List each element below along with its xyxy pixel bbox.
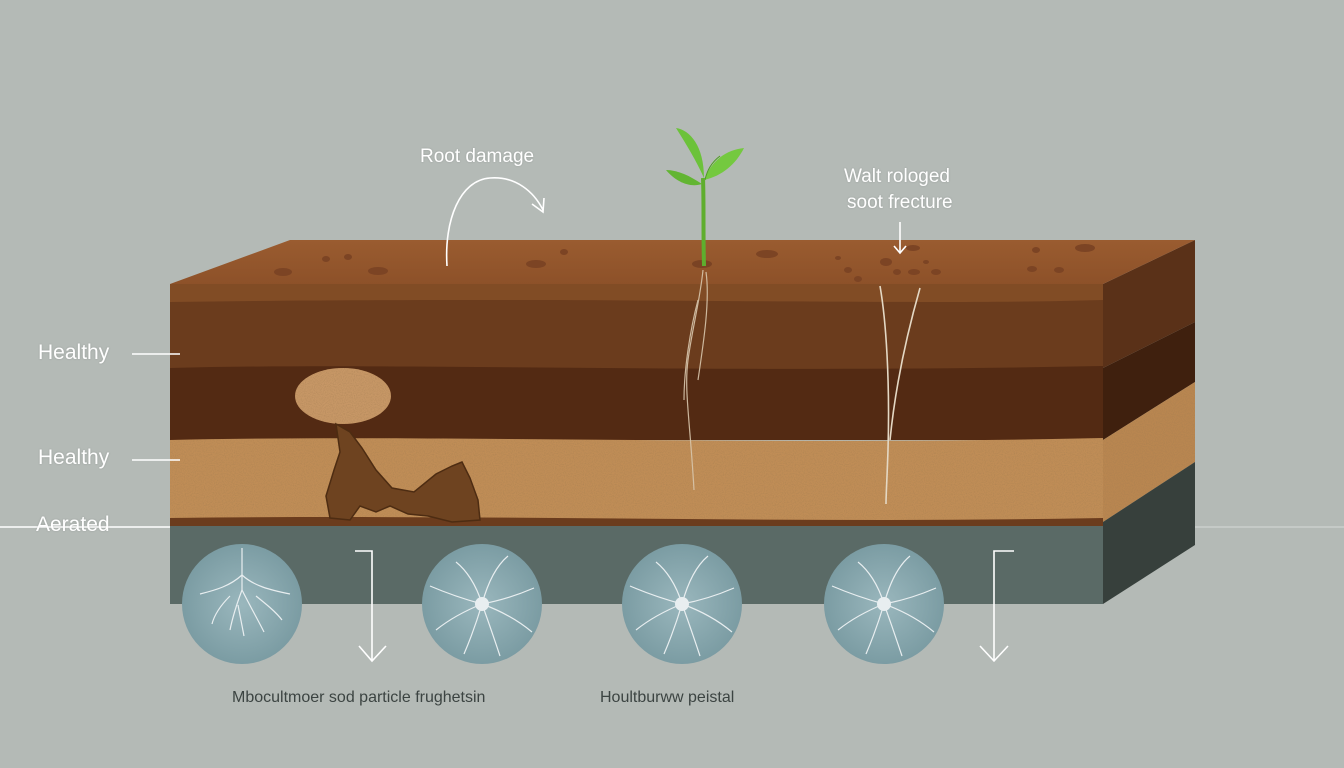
seedling-icon bbox=[666, 128, 744, 268]
root-damage-label: Root damage bbox=[420, 146, 535, 167]
fracture-label-line2: soot frecture bbox=[847, 192, 953, 213]
label-leaders bbox=[0, 353, 180, 528]
seedling-roots bbox=[683, 269, 708, 491]
block-front-face bbox=[170, 284, 1103, 604]
down-arrow-icon bbox=[893, 222, 907, 255]
fracture-label-line1: Walt rologed bbox=[844, 166, 950, 187]
root-network-icon bbox=[622, 544, 742, 664]
curved-arrow-icon bbox=[445, 177, 545, 267]
middle-soil-layer bbox=[170, 366, 1103, 440]
down-arrow-icon bbox=[979, 550, 1014, 663]
down-arrow-icon bbox=[355, 550, 387, 663]
caption-center: Houltburww peistal bbox=[600, 689, 735, 706]
root-damage-stain bbox=[325, 422, 481, 523]
root-network-icon bbox=[182, 544, 302, 664]
layer-label-healthy-middle: Healthy bbox=[38, 446, 110, 469]
root-network-icon bbox=[422, 544, 542, 664]
soil-fracture bbox=[879, 285, 921, 505]
layer-label-aerated: Aerated bbox=[36, 513, 110, 536]
root-network-circles bbox=[182, 544, 944, 664]
topsoil-surface bbox=[170, 240, 1195, 284]
layer-label-healthy-upper: Healthy bbox=[38, 341, 110, 364]
sand-pocket bbox=[295, 368, 391, 424]
block-side-face bbox=[1103, 240, 1195, 604]
root-network-icon bbox=[824, 544, 944, 664]
caption-left: Mbocultmoer sod particle frughetsin bbox=[232, 689, 486, 706]
soil-clods bbox=[274, 244, 1095, 282]
